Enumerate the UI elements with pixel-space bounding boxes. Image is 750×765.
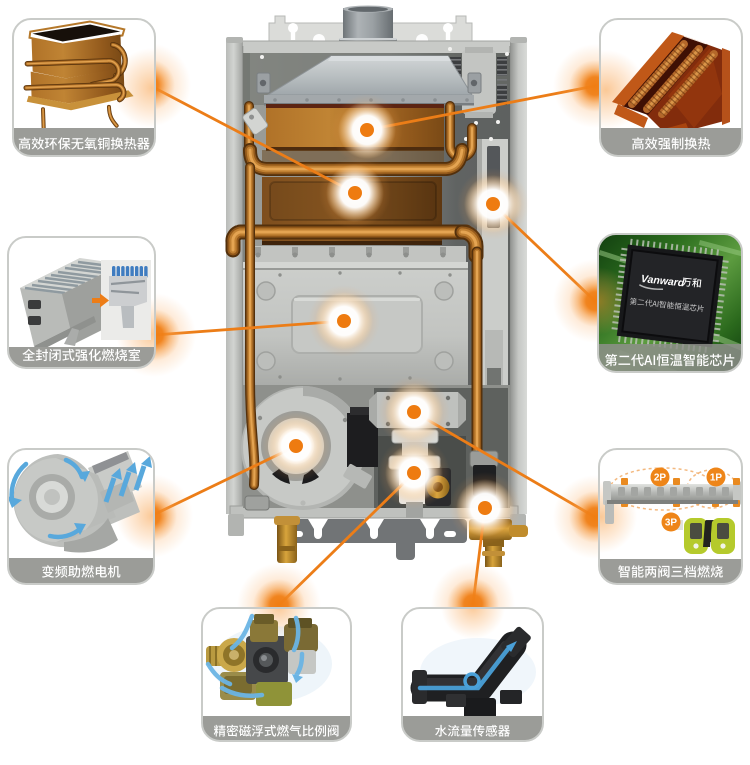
svg-text:3P: 3P <box>665 518 678 529</box>
svg-text:Vanward: Vanward <box>640 273 685 290</box>
svg-text:2P: 2P <box>654 473 667 484</box>
svg-text:1P: 1P <box>710 473 723 484</box>
